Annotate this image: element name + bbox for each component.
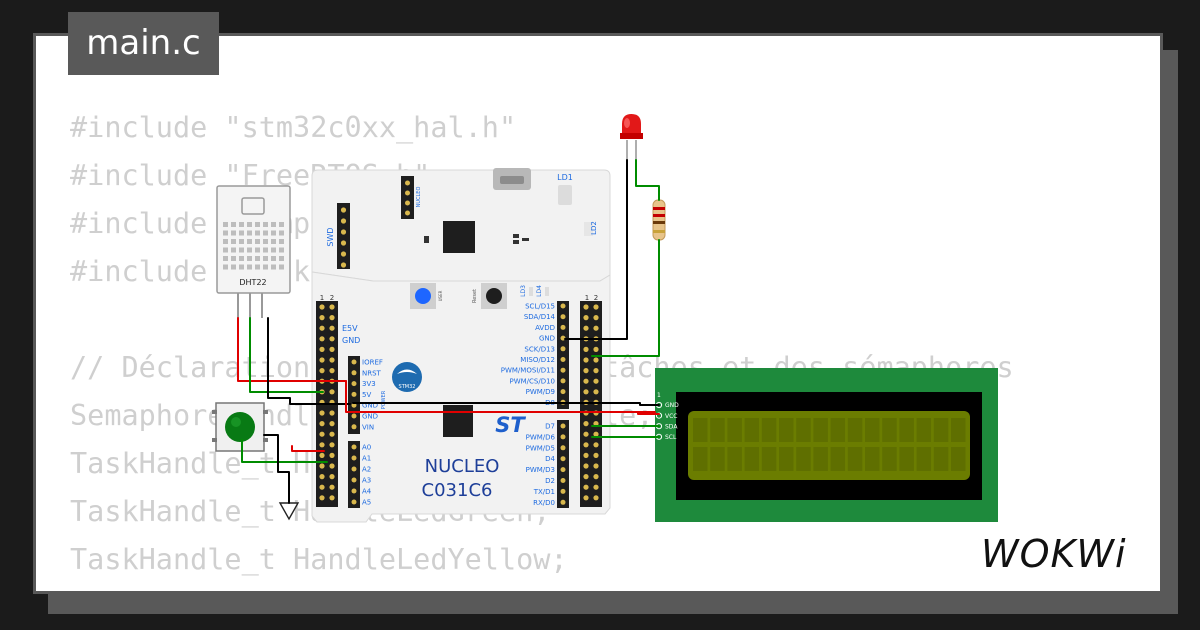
digital-pin-label: PWM/CS/D10 (509, 377, 555, 385)
svg-text:WOKWi: WOKWi (981, 532, 1127, 576)
lcd-pin-label: GND (665, 402, 679, 409)
green-push-button[interactable] (212, 402, 268, 452)
stm32-logo-icon (392, 362, 422, 392)
svg-text:2: 2 (594, 294, 598, 302)
analog-pin-label: A3 (362, 477, 371, 485)
lcd-pin-label: SDA (665, 423, 678, 430)
digital-pin-label: PWM/MOSI/D11 (501, 367, 555, 375)
swd-label: SWD (326, 227, 335, 246)
digital-pin-label: PWM/D9 (526, 388, 555, 396)
digital-pin-label: AVDD (535, 324, 555, 332)
ground-symbol-icon (278, 502, 300, 521)
power-pin-label: 3V3 (362, 380, 376, 388)
reset-label: Reset (472, 289, 478, 303)
power-label: POWER (381, 390, 387, 409)
board-name-line1: NUCLEO (425, 456, 500, 477)
digital-pin-label: SCK/D13 (524, 345, 555, 353)
digital-pin-label: MISO/D12 (520, 356, 555, 364)
lcd-pin-label: VCC (665, 413, 677, 420)
lcd-pin-label: SCL (665, 434, 677, 441)
debugger-chip (443, 221, 475, 253)
dht22-sensor[interactable]: DHT22 (216, 185, 291, 318)
digital-pin-label: SCL/D15 (525, 303, 555, 311)
lcd-pin-index: 1 (657, 392, 661, 399)
digital-pin-label: D7 (545, 423, 555, 431)
code-line: #include "stm32c0xx_hal.h" (70, 111, 517, 144)
ld4-label: LD4 (536, 285, 543, 297)
digital-pin-label: PWM/D5 (526, 444, 555, 452)
stm32-logo-text: STM32 (399, 384, 416, 390)
svg-text:2: 2 (330, 294, 334, 302)
gnd-left-label: GND (342, 336, 360, 345)
digital-pin-label: SDA/D14 (524, 313, 556, 321)
file-tab[interactable]: main.c (68, 12, 219, 75)
e5v-label: E5V (342, 324, 358, 333)
ld3-label: LD3 (520, 285, 527, 297)
wires (237, 159, 660, 504)
power-pin-label: GND (362, 402, 378, 410)
power-pin-label: VIN (362, 423, 374, 431)
nucleo-small-label: NUCLEO (416, 187, 422, 208)
power-pin-label: GND (362, 413, 378, 421)
power-pin-label: IOREF (362, 359, 383, 367)
nucleo-board[interactable]: LD1 LD2 SWD NUCLEO USER Reset LD3 LD4 (311, 168, 611, 523)
analog-pin-label: A0 (362, 444, 371, 452)
svg-text:1: 1 (320, 294, 324, 302)
board-name-line2: C031C6 (422, 480, 493, 501)
digital-pin-label: D4 (545, 455, 555, 463)
digital-pin-label: RX/D0 (533, 499, 555, 507)
right-morpho-header: 1 2 (580, 294, 602, 507)
dht22-label: DHT22 (239, 278, 266, 287)
code-line: TaskHandle_t HandleLedYellow; (70, 543, 568, 576)
resistor-icon[interactable] (652, 199, 666, 241)
analog-pin-label: A4 (362, 488, 372, 496)
power-pin-label: NRST (362, 369, 382, 377)
analog-pin-label: A1 (362, 455, 371, 463)
user-label: USER (438, 290, 443, 301)
power-pin-label: 5V (362, 391, 371, 399)
ld2-label: LD2 (590, 221, 598, 235)
analog-pin-label: A2 (362, 466, 371, 474)
digital-pin-label: D2 (545, 477, 555, 485)
analog-pin-label: A5 (362, 499, 371, 507)
st-logo-icon: ST (495, 413, 526, 437)
ld1-led (558, 185, 572, 205)
ld1-label: LD1 (557, 173, 573, 182)
digital-pin-label: PWM/D3 (526, 466, 555, 474)
digital-pin-label: PWM/D6 (526, 433, 556, 441)
wokwi-logo: WOKWi (981, 532, 1127, 576)
red-led-icon[interactable] (620, 114, 643, 160)
digital-pin-label: GND (539, 335, 555, 343)
left-morpho-header: 1 2 (316, 294, 338, 507)
power-header: E5V GND POWER IOREF NRST 3V3 5V GND GND VIN (342, 324, 387, 434)
digital-pin-label: TX/D1 (533, 488, 555, 496)
target-mcu-chip (443, 405, 473, 437)
svg-text:1: 1 (585, 294, 589, 302)
swd-header (337, 203, 350, 269)
